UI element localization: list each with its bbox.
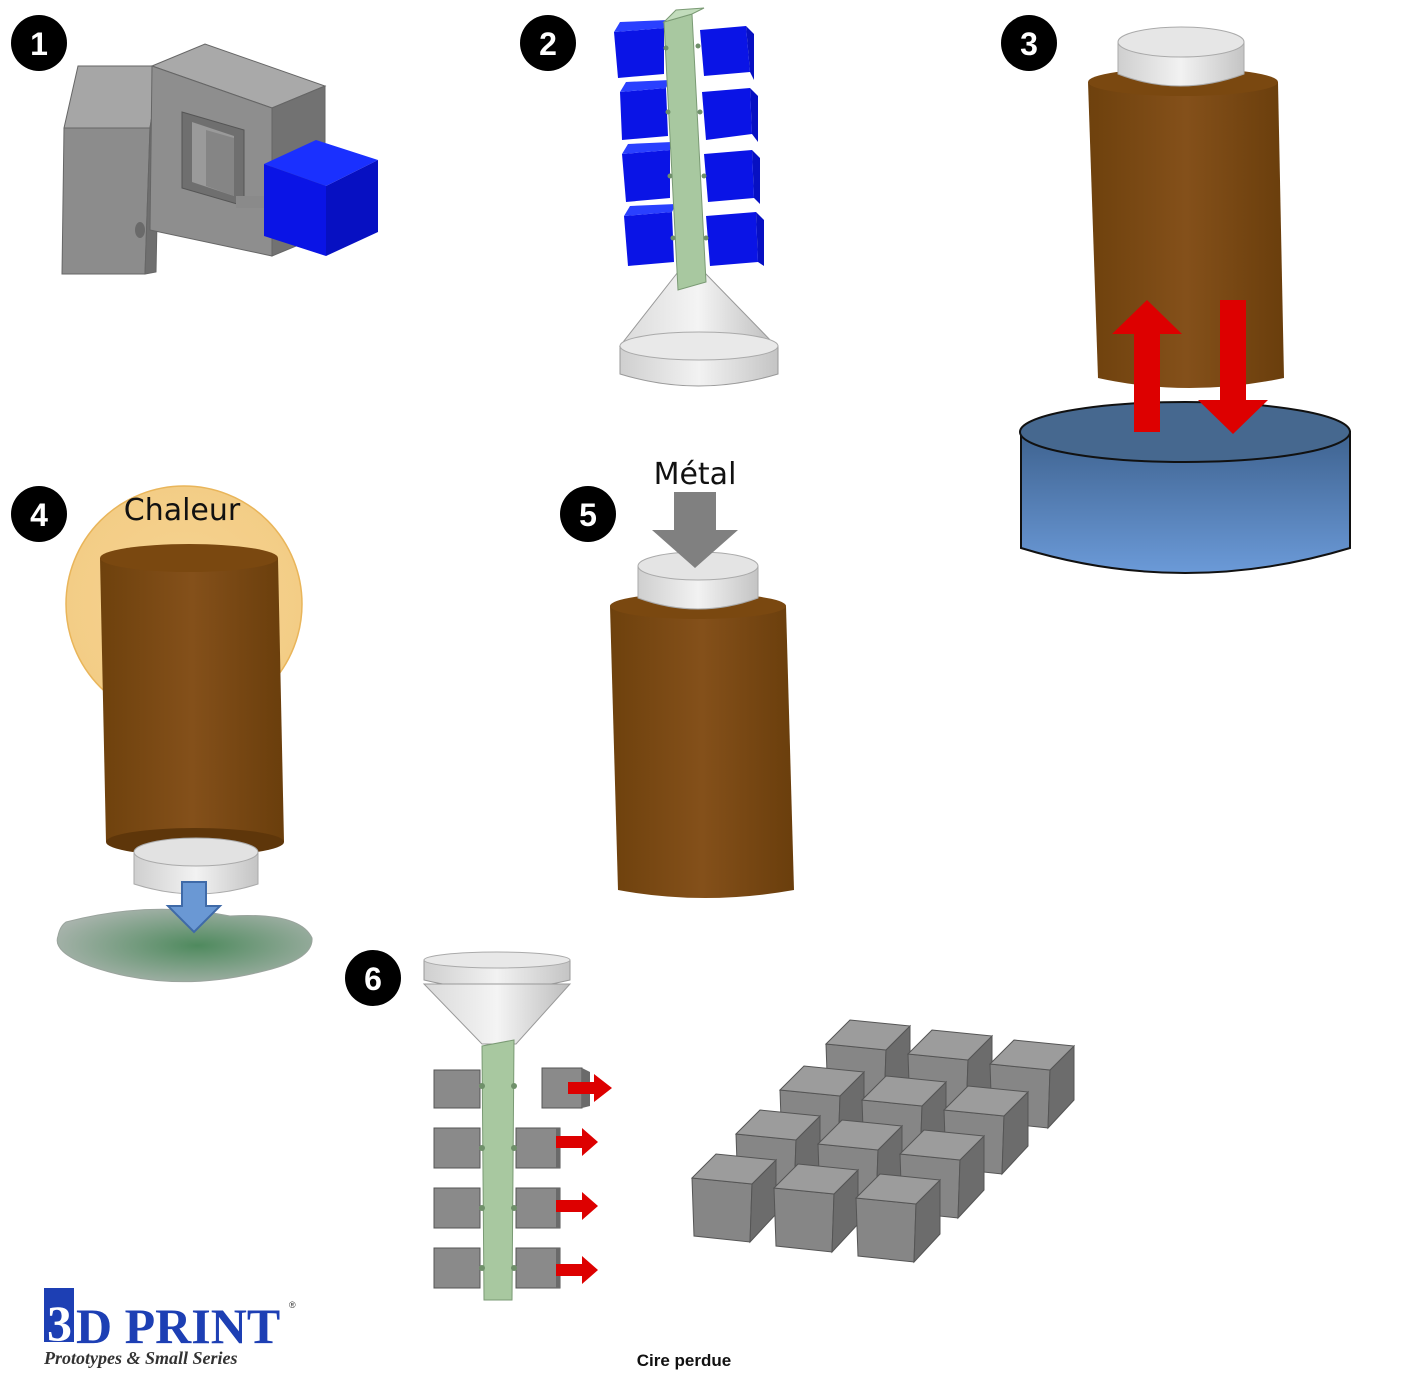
metal-cube (772, 1163, 860, 1254)
step-1-wax-injection: 1 (11, 15, 378, 275)
step-number: 5 (579, 497, 597, 533)
step-badge-3: 3 (1001, 15, 1057, 71)
step-6-finished-parts: 6 (345, 950, 1076, 1301)
step-3-shell-dipping: 3 (1001, 15, 1351, 574)
wax-drain-arrow (165, 881, 223, 934)
step-badge-1: 1 (11, 15, 67, 71)
step-number: 1 (30, 26, 48, 62)
dip-down-arrow (1198, 300, 1268, 434)
metal-funnel (422, 951, 572, 1045)
step-badge-4: 4 (11, 486, 67, 542)
pouring-cup-base (618, 271, 779, 387)
logo-digit: 3 (47, 1295, 72, 1351)
step-number: 2 (539, 26, 557, 62)
metal-sprue (479, 1039, 517, 1301)
ceramic-shell-cylinder (100, 544, 284, 856)
injection-mold (61, 43, 327, 275)
step-badge-5: 5 (560, 486, 616, 542)
step-badge-2: 2 (520, 15, 576, 71)
wax-part-cube (264, 140, 378, 256)
wax-parts-left (614, 20, 676, 266)
pouring-cup-disk (133, 837, 259, 895)
wax-parts-right (700, 26, 764, 266)
step-number: 4 (30, 497, 48, 533)
dip-up-arrow (1112, 300, 1182, 432)
slurry-bath (1019, 401, 1351, 574)
cut-off-arrows (556, 1074, 612, 1284)
step-badge-6: 6 (345, 950, 401, 1006)
metal-parts-on-tree (433, 1069, 561, 1289)
logo-text: D PRINT (76, 1298, 280, 1354)
ceramic-shell-cylinder (1088, 68, 1284, 388)
metal-cube (854, 1173, 942, 1264)
3d-print-logo: 3 D PRINT ® Prototypes & Small Series (43, 1288, 296, 1368)
logo-tagline: Prototypes & Small Series (43, 1348, 238, 1368)
metal-pour-arrow (652, 492, 738, 568)
logo-registered: ® (289, 1300, 296, 1310)
finished-metal-cubes (690, 1019, 1076, 1264)
heat-label: Chaleur (124, 493, 241, 528)
step-number: 6 (364, 961, 382, 997)
step-number: 3 (1020, 26, 1038, 62)
ceramic-shell-cylinder (610, 593, 794, 898)
step-2-wax-tree: 2 (520, 7, 779, 387)
wax-sprue (662, 7, 709, 291)
metal-label: Métal (654, 457, 737, 492)
metal-cube (690, 1153, 778, 1244)
diagram-caption: Cire perdue (637, 1351, 731, 1370)
pouring-cup-disk (637, 551, 759, 610)
step-4-dewaxing: Chaleur 4 (11, 485, 313, 983)
pouring-cup-disk (1117, 26, 1245, 87)
logo-digit-box (44, 1288, 74, 1342)
step-5-metal-pouring: Métal 5 (560, 457, 794, 898)
